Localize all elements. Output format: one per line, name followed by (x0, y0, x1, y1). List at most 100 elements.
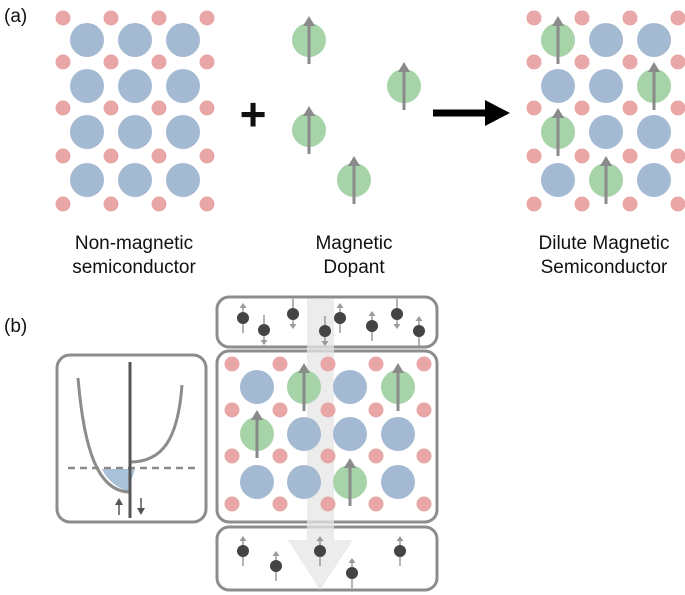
host-atom (166, 23, 200, 57)
spin-up-electron (270, 551, 282, 581)
host-atom (637, 115, 671, 149)
host-atom (287, 417, 321, 451)
anion-atom (368, 496, 384, 512)
anion-atom (151, 100, 167, 116)
panel-b-tag: (b) (4, 316, 27, 337)
spin-up-arrow-icon (348, 156, 360, 204)
host-atom (240, 465, 274, 499)
spin-up-arrow-icon (344, 458, 356, 506)
anion-atom (199, 148, 215, 164)
anion-atom (320, 402, 336, 418)
host-atom (541, 163, 575, 197)
anion-atom (272, 402, 288, 418)
anion-atom (272, 448, 288, 464)
anion-atom (320, 496, 336, 512)
host-label-line1: Non-magnetic (75, 233, 193, 254)
dopant-label-line2: Dopant (323, 257, 385, 278)
anion-atom (224, 356, 240, 372)
host-atom (589, 23, 623, 57)
spin-up-arrow-icon (600, 156, 612, 204)
anion-atom (574, 148, 590, 164)
dopant-label-line1: Magnetic (315, 233, 392, 254)
spin-up-arrow-icon (648, 62, 660, 110)
host-atom (637, 23, 671, 57)
spin-up-arrow-icon (115, 498, 123, 515)
anion-atom (55, 148, 71, 164)
spin-up-electron (366, 311, 378, 341)
anion-atom (199, 100, 215, 116)
anion-atom (622, 54, 638, 70)
spin-down-electron (258, 315, 270, 345)
anion-atom (199, 10, 215, 26)
host-atom (333, 370, 367, 404)
host-atom (589, 115, 623, 149)
anion-atom (320, 356, 336, 372)
anion-atom (368, 402, 384, 418)
host-atom (118, 23, 152, 57)
host-atom (166, 115, 200, 149)
anion-atom (55, 10, 71, 26)
host-lattice (55, 10, 215, 212)
spin-down-electron (287, 299, 299, 329)
magnetic-dopants (292, 16, 421, 204)
anion-atom (526, 10, 542, 26)
anion-atom (368, 448, 384, 464)
host-atom (333, 417, 367, 451)
host-atom (589, 69, 623, 103)
spin-up-arrow-icon (303, 16, 315, 64)
spin-down-electron (319, 316, 331, 346)
host-atom (287, 465, 321, 499)
anion-atom (55, 196, 71, 212)
anion-atom (320, 448, 336, 464)
anion-atom (574, 196, 590, 212)
anion-atom (574, 54, 590, 70)
panel-a-tag: (a) (4, 6, 27, 27)
anion-atom (224, 448, 240, 464)
anion-atom (526, 196, 542, 212)
reaction-arrow-icon (433, 100, 510, 126)
anion-atom (622, 10, 638, 26)
host-atom (118, 69, 152, 103)
anion-atom (416, 402, 432, 418)
anion-atom (526, 148, 542, 164)
anion-atom (670, 196, 685, 212)
host-atom (70, 69, 104, 103)
spin-down-band-fill (102, 469, 130, 492)
anion-atom (670, 10, 685, 26)
anion-atom (199, 196, 215, 212)
spin-up-band-curve (129, 384, 184, 464)
host-label-line2: semiconductor (72, 257, 196, 278)
host-atom (166, 163, 200, 197)
spin-up-arrow-icon (392, 363, 404, 411)
host-atom (118, 115, 152, 149)
host-atom (541, 69, 575, 103)
anion-atom (151, 10, 167, 26)
anion-atom (368, 356, 384, 372)
host-atom (70, 115, 104, 149)
spin-up-electron (346, 558, 358, 588)
plus-sign: + (240, 88, 267, 140)
spin-down-arrow-icon (137, 498, 145, 515)
anion-atom (670, 148, 685, 164)
dms-label-line1: Dilute Magnetic (539, 233, 670, 254)
dms-layer-lattice (224, 356, 432, 512)
spin-up-arrow-icon (398, 62, 410, 110)
anion-atom (670, 54, 685, 70)
spin-up-arrow-icon (298, 363, 310, 411)
anion-atom (224, 402, 240, 418)
anion-atom (622, 148, 638, 164)
anion-atom (103, 148, 119, 164)
anion-atom (151, 196, 167, 212)
spin-up-electron (237, 303, 249, 333)
spin-up-electron (394, 536, 406, 566)
spin-up-arrow-icon (552, 108, 564, 156)
bottom-lead-electrons (237, 536, 406, 588)
host-atom (118, 163, 152, 197)
spin-up-electron (237, 536, 249, 566)
anion-atom (574, 100, 590, 116)
host-atom (381, 465, 415, 499)
dms-lattice (526, 10, 685, 212)
anion-atom (416, 356, 432, 372)
host-atom (637, 163, 671, 197)
